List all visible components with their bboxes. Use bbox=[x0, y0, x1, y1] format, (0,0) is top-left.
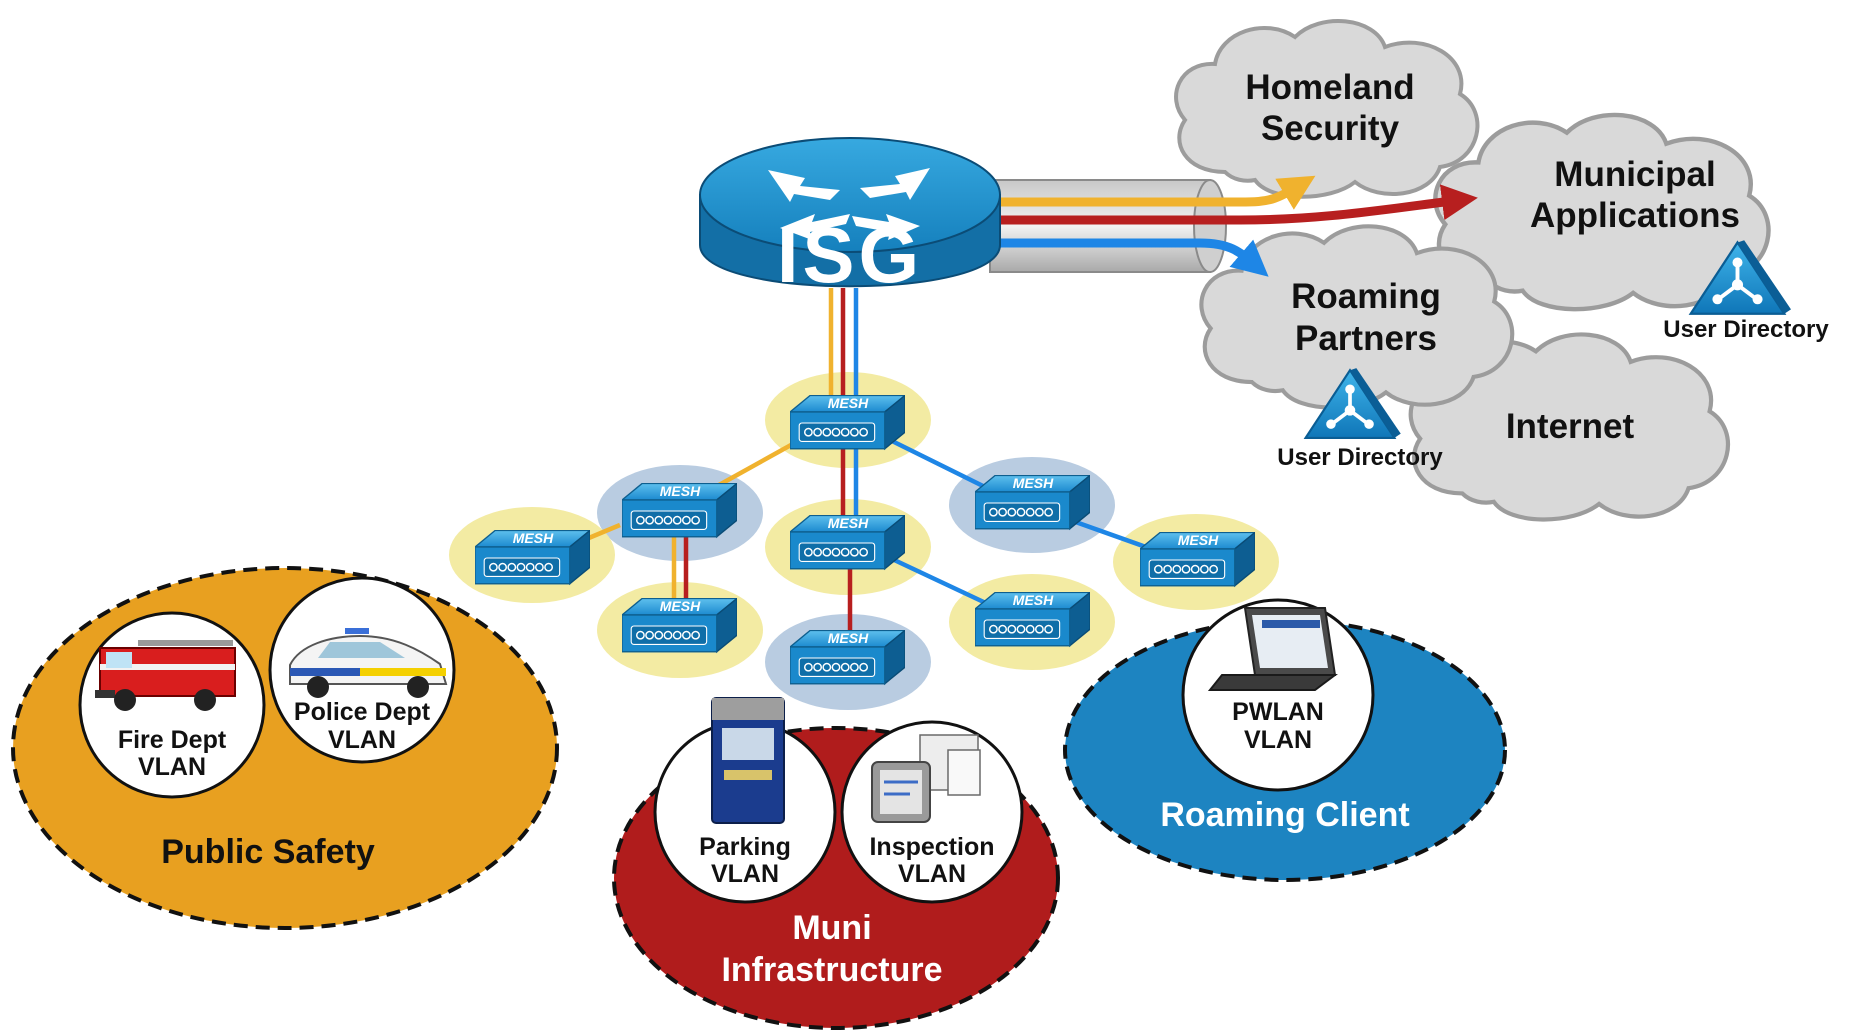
inspection-line2: VLAN bbox=[898, 860, 966, 888]
service-tunnel bbox=[989, 179, 1227, 273]
muni-line2: Infrastructure bbox=[721, 951, 942, 989]
municipal-user-directory-label: User Directory bbox=[1663, 316, 1829, 343]
mesh-node: MESH bbox=[975, 475, 1090, 530]
internet-label: Internet bbox=[1506, 407, 1635, 446]
roaming-client-label: Roaming Client bbox=[1160, 796, 1409, 834]
mesh-node: MESH bbox=[622, 598, 737, 653]
router-arrows-icon bbox=[768, 168, 930, 240]
mesh-node-label: MESH bbox=[513, 530, 554, 546]
mesh-node: MESH bbox=[790, 395, 905, 450]
fire-dept-line1: Fire Dept bbox=[118, 726, 227, 754]
roaming-flow-arrow bbox=[990, 238, 1269, 277]
isg-router: ISG bbox=[699, 137, 1001, 299]
mesh-node: MESH bbox=[790, 630, 905, 685]
muni-infrastructure-group: Parking VLAN Inspection VLAN Muni Infras… bbox=[612, 697, 1060, 1030]
isg-label: ISG bbox=[777, 211, 923, 299]
mesh-nodes: MESH MESH MESH MESH MESH MESH MESH MESH MESH bbox=[475, 395, 1255, 685]
roaming-user-directory-label: User Directory bbox=[1277, 444, 1443, 471]
mesh-node-label: MESH bbox=[1013, 592, 1054, 608]
fire-dept-line2: VLAN bbox=[138, 753, 206, 781]
homeland-security-line2: Security bbox=[1261, 109, 1400, 148]
parking-line2: VLAN bbox=[711, 860, 779, 888]
mesh-node: MESH bbox=[790, 515, 905, 570]
mesh-node-label: MESH bbox=[660, 483, 701, 499]
police-dept-line1: Police Dept bbox=[294, 698, 431, 726]
laptop-icon bbox=[1207, 607, 1338, 691]
roaming-partners-line2: Partners bbox=[1295, 319, 1437, 358]
pwlan-line2: VLAN bbox=[1244, 726, 1312, 754]
mesh-node-label: MESH bbox=[828, 630, 869, 646]
inspection-screen-icon bbox=[871, 734, 981, 823]
municipal-applications-line2: Applications bbox=[1530, 196, 1740, 235]
municipal-applications-line1: Municipal bbox=[1554, 155, 1715, 194]
mesh-node-label: MESH bbox=[660, 598, 701, 614]
mesh-node: MESH bbox=[475, 530, 590, 585]
parking-meter-icon bbox=[711, 697, 785, 824]
roaming-partners-line1: Roaming bbox=[1291, 277, 1441, 316]
roaming-client-group: PWLAN VLAN Roaming Client bbox=[1063, 598, 1507, 882]
homeland-security-line1: Homeland bbox=[1245, 68, 1414, 107]
mesh-node-label: MESH bbox=[828, 395, 869, 411]
parking-line1: Parking bbox=[699, 833, 791, 861]
pwlan-line1: PWLAN bbox=[1232, 698, 1324, 726]
homeland-flow-arrow bbox=[990, 175, 1316, 210]
public-safety-group: Fire Dept VLAN Police Dept VLAN Public S… bbox=[11, 566, 559, 930]
inspection-line1: Inspection bbox=[869, 833, 994, 861]
fire-truck-icon bbox=[95, 640, 236, 711]
mesh-node: MESH bbox=[1140, 532, 1255, 587]
mesh-node: MESH bbox=[622, 483, 737, 538]
mesh-node: MESH bbox=[975, 592, 1090, 647]
muni-line1: Muni bbox=[792, 909, 871, 947]
municipal-flow-arrow bbox=[990, 184, 1478, 225]
public-safety-label: Public Safety bbox=[161, 833, 375, 871]
mesh-node-label: MESH bbox=[828, 515, 869, 531]
mesh-links bbox=[559, 288, 1161, 645]
police-car-icon bbox=[289, 628, 448, 698]
police-dept-line2: VLAN bbox=[328, 726, 396, 754]
mesh-node-label: MESH bbox=[1178, 532, 1219, 548]
mesh-node-label: MESH bbox=[1013, 475, 1054, 491]
